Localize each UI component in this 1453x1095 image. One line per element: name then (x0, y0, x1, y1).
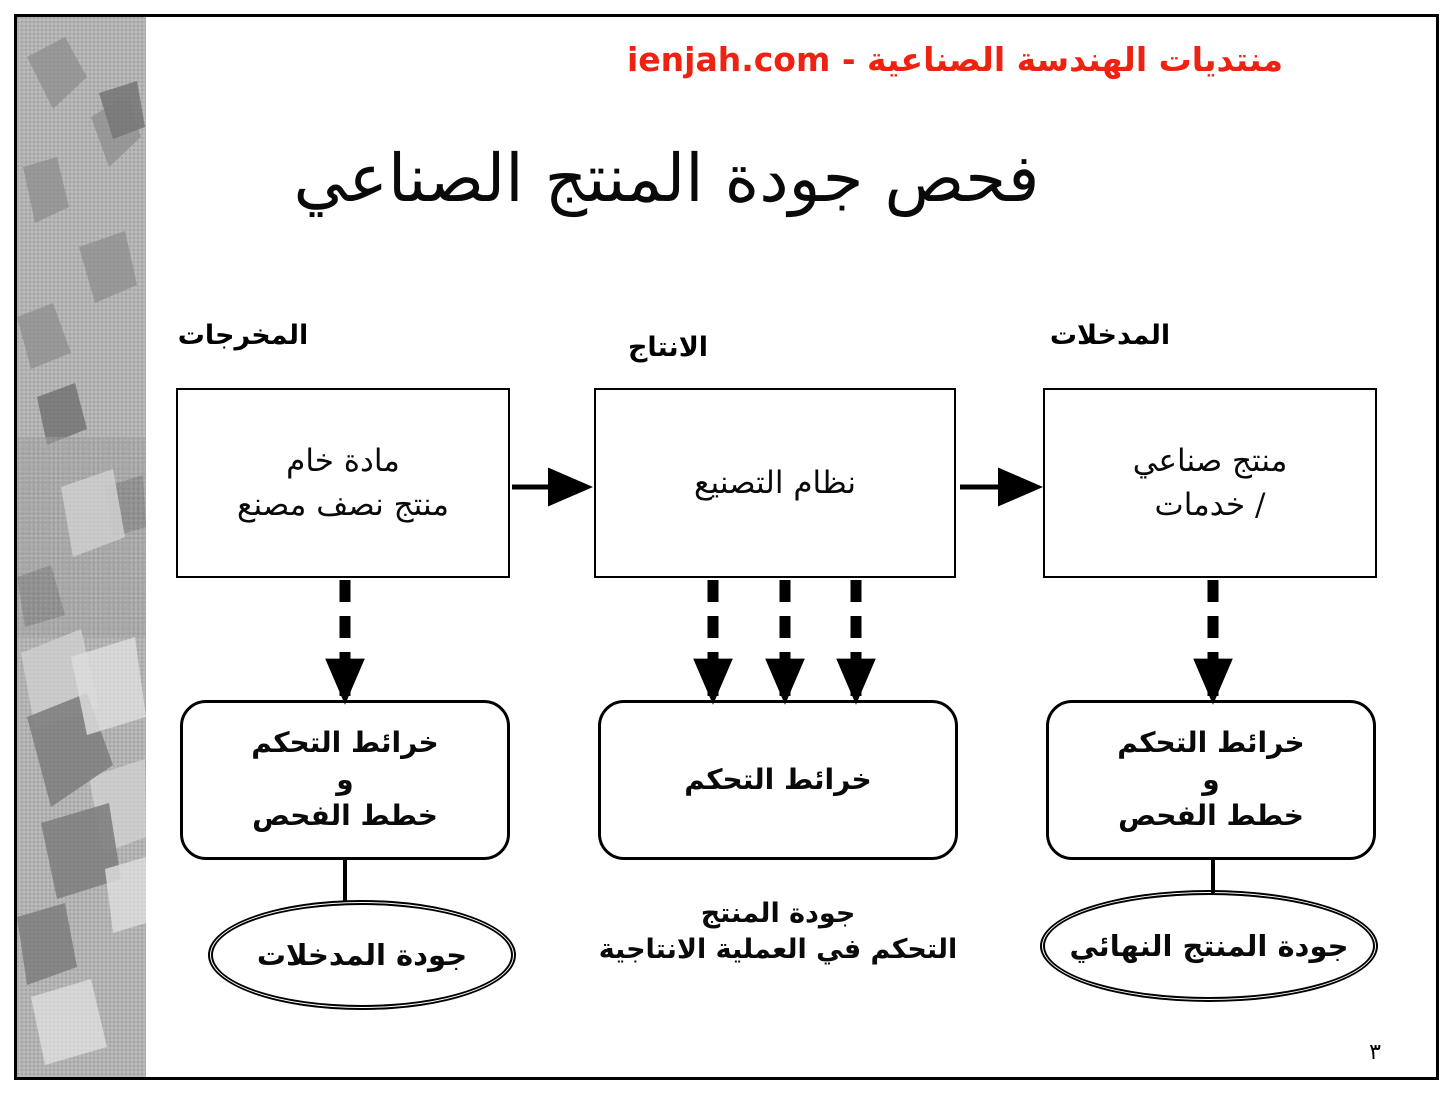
control-outputs-line3: خطط الفحص (1118, 799, 1304, 833)
page-title: فحص جودة المنتج الصناعي (293, 140, 1040, 217)
result-caption-line1: جودة المنتج (700, 898, 856, 929)
box-inputs-line2: منتج نصف مصنع (237, 487, 449, 523)
result-caption-line2: التحكم في العملية الانتاجية (598, 934, 958, 966)
page-number: ٣ (1369, 1040, 1381, 1065)
control-box-outputs: خرائط التحكم و خطط الفحص (1046, 700, 1376, 860)
box-inputs-line1: مادة خام (286, 442, 400, 479)
box-outputs-line1: منتج صناعي (1132, 442, 1288, 479)
column-heading-outputs: المخرجات (177, 320, 309, 351)
control-production-line1: خرائط التحكم (684, 762, 872, 796)
site-domain-text: ienjah.com (626, 40, 831, 79)
box-outputs: منتج صناعي / خدمات (1043, 388, 1377, 578)
box-inputs: مادة خام منتج نصف مصنع (176, 388, 510, 578)
result-caption-production: جودة المنتج التحكم في العملية الانتاجية (596, 896, 960, 969)
column-heading-production: الانتاج (627, 332, 709, 363)
site-watermark-header: منتديات الهندسة الصناعية - ienjah.com (627, 40, 1283, 79)
control-outputs-line1: خرائط التحكم (1117, 725, 1305, 759)
column-heading-inputs: المدخلات (1049, 320, 1171, 351)
control-inputs-line1: خرائط التحكم (251, 725, 439, 759)
result-ellipse-inputs: جودة المدخلات (208, 900, 516, 1010)
box-production-line1: نظام التصنيع (693, 464, 857, 501)
control-outputs-line2: و (1202, 762, 1220, 796)
site-name-text: منتديات الهندسة الصناعية - (830, 40, 1283, 79)
result-ellipse-outputs: جودة المنتج النهائي (1040, 890, 1378, 1002)
control-box-production: خرائط التحكم (598, 700, 958, 860)
box-outputs-line2: / خدمات (1154, 487, 1266, 523)
control-inputs-line3: خطط الفحص (252, 799, 438, 833)
control-box-inputs: خرائط التحكم و خطط الفحص (180, 700, 510, 860)
gear-texture-image (17, 17, 146, 1077)
box-production: نظام التصنيع (594, 388, 956, 578)
control-inputs-line2: و (336, 762, 354, 796)
